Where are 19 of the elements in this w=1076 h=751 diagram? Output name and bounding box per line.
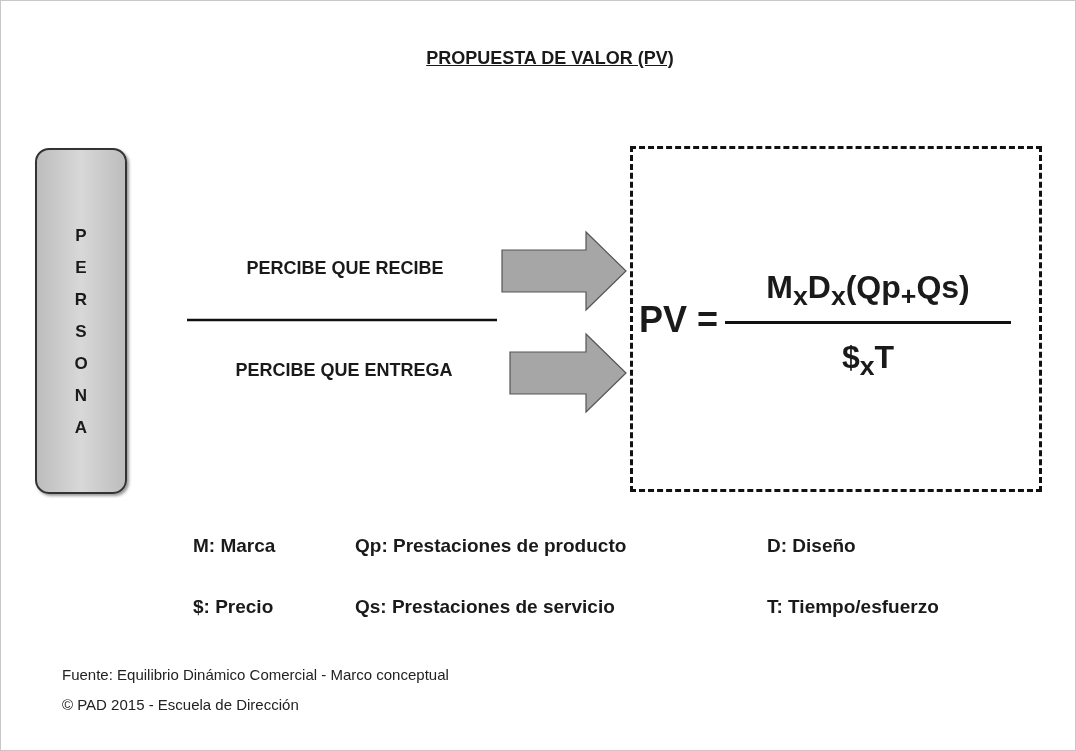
legend-text: Qs: Prestaciones de servicio	[355, 596, 615, 618]
node-text: PERCIBE QUE ENTREGA	[234, 360, 454, 381]
block-arrow	[501, 230, 627, 312]
block-arrow	[509, 332, 627, 414]
persona-box	[35, 148, 127, 494]
legend-text: D: Diseño	[767, 535, 856, 557]
title: PROPUESTA DE VALOR (PV)	[425, 48, 675, 69]
footer-note: © PAD 2015 - Escuela de Dirección	[62, 696, 299, 713]
node-text: PERCIBE QUE RECIBE	[245, 258, 445, 279]
legend-text: $: Precio	[193, 596, 274, 618]
numerator-text: M$_{x}$D$_{x}$(Qp$_{+}$Qs)	[765, 269, 971, 313]
formula-text: PV =	[639, 299, 719, 341]
vertical-label: PERSONA	[73, 225, 89, 439]
legend-text: Qp: Prestaciones de producto	[355, 535, 627, 557]
legend-text: M: Marca	[193, 535, 276, 557]
legend-text: T: Tiempo/esfuerzo	[767, 596, 939, 618]
footer-note: Fuente: Equilibrio Dinámico Comercial - Marco conceptual	[62, 666, 449, 683]
formula-box	[630, 146, 1042, 492]
denominator-text: $$_{x}$T	[840, 339, 896, 383]
